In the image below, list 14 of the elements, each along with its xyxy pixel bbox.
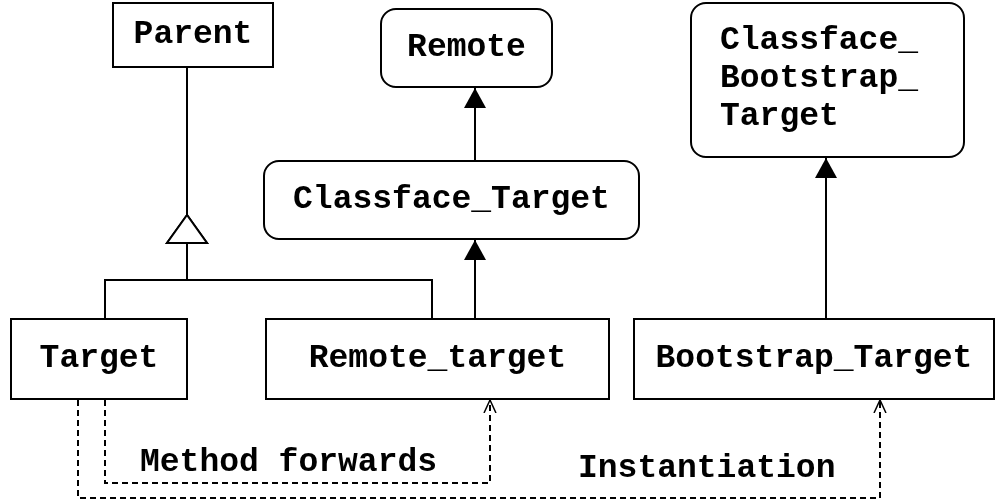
class-box	[633, 318, 995, 400]
class-name: Remote_target	[308, 340, 567, 378]
rounded-class-box	[263, 160, 640, 240]
class-box	[265, 318, 610, 400]
class-name: Classface_Target	[293, 181, 610, 219]
class-name: Classface_Bootstrap_Target	[720, 22, 919, 136]
class-name: Bootstrap_Target	[655, 340, 973, 378]
rounded-class-box	[380, 8, 553, 88]
class-name: Parent	[133, 16, 253, 54]
class-name: Target	[39, 340, 159, 378]
class-box	[10, 318, 188, 400]
rounded-class-box	[690, 2, 965, 158]
class-name: Remote	[407, 29, 526, 67]
class-box	[112, 2, 274, 68]
